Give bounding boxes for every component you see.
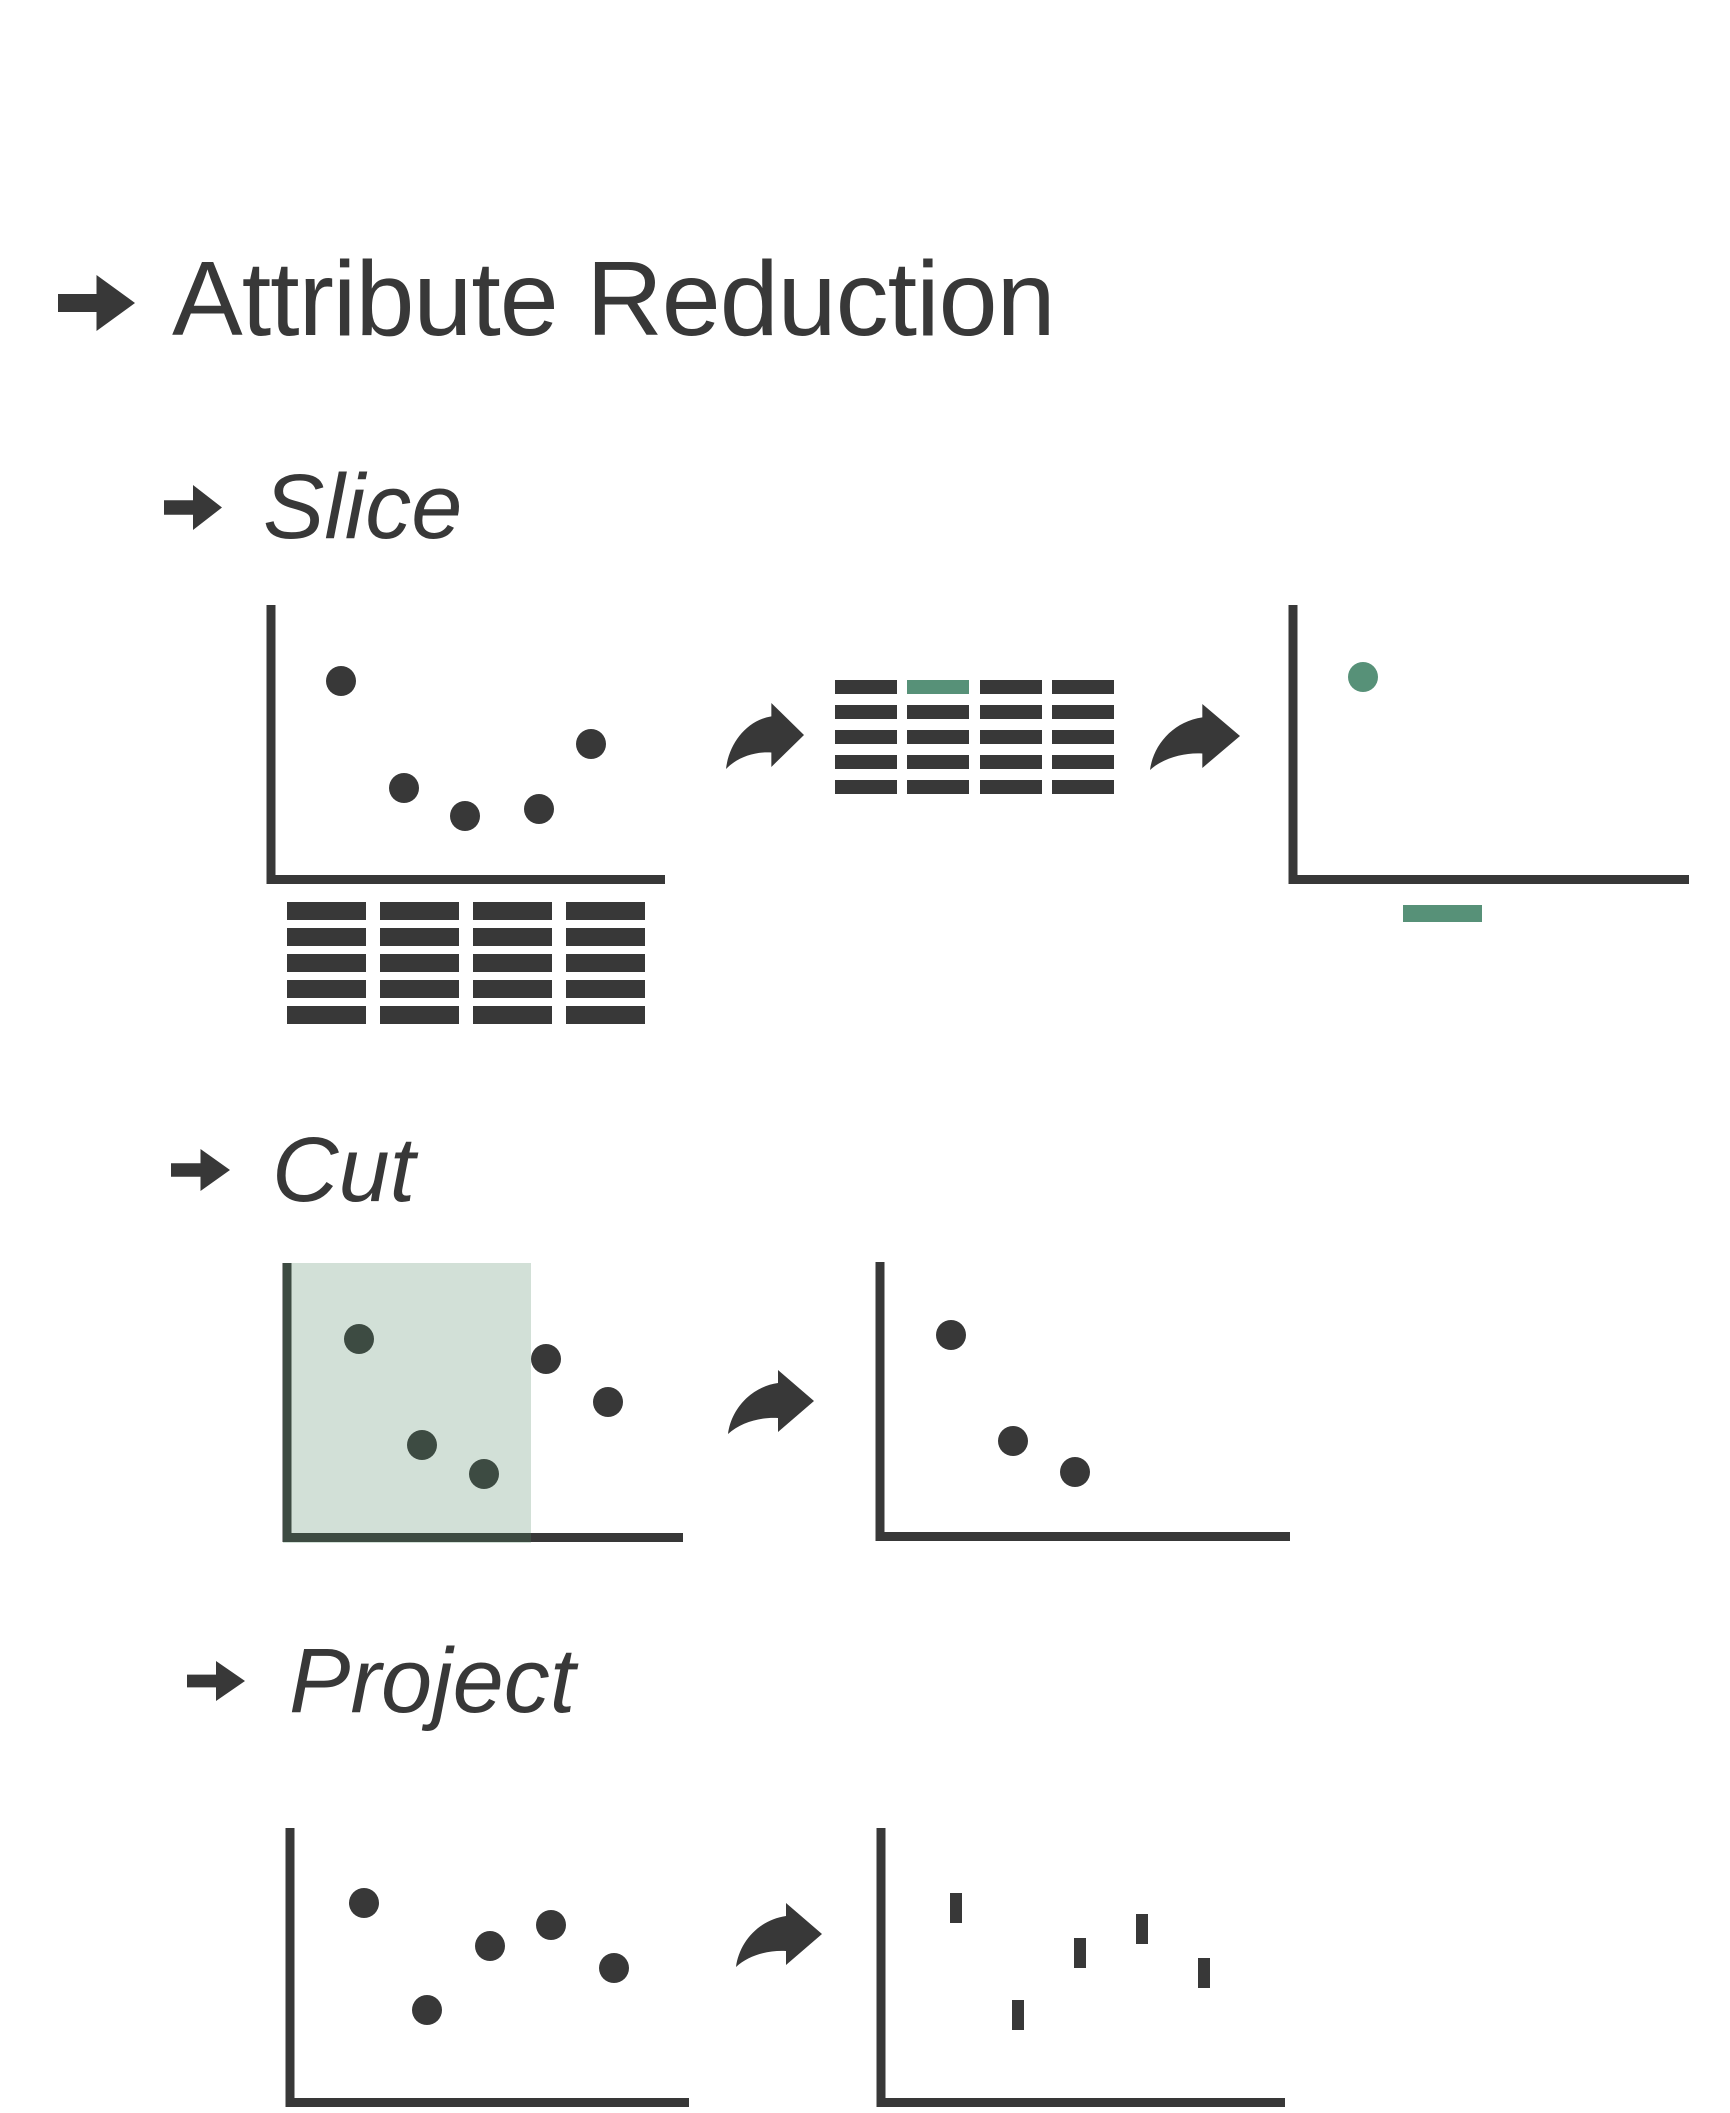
data-point-dot: [998, 1426, 1028, 1456]
table-cell: [287, 902, 366, 920]
data-point-dot: [599, 1953, 629, 1983]
data-point-dot: [576, 729, 606, 759]
data-point-dot: [1348, 662, 1378, 692]
bullet-arrow-icon: [171, 1149, 230, 1191]
axis-lines: [266, 605, 665, 884]
table-cell: [566, 1006, 645, 1024]
axis-lines: [282, 1263, 683, 1542]
table-cell: [380, 980, 459, 998]
table-cell: [380, 954, 459, 972]
table-cell: [835, 680, 897, 694]
table-cell: [907, 780, 969, 794]
table-cell: [980, 780, 1042, 794]
projected-tick-mark: [1198, 1958, 1210, 1988]
table-cell: [566, 954, 645, 972]
section-label-cut: Cut: [272, 1119, 416, 1221]
table-cell: [473, 928, 552, 946]
table-cell: [835, 780, 897, 794]
axis-lines: [1288, 605, 1689, 884]
table-cell: [380, 902, 459, 920]
transform-arrow-icon: [1150, 704, 1240, 770]
scatterplot: [1288, 605, 1689, 884]
table-cell: [473, 980, 552, 998]
data-point-dot: [412, 1995, 442, 2025]
table-cell: [1052, 780, 1114, 794]
table-cell: [566, 902, 645, 920]
data-point-dot: [524, 794, 554, 824]
table-cell: [907, 730, 969, 744]
scatterplot: [282, 1263, 683, 1542]
section-label-project: Project: [289, 1630, 576, 1732]
projected-tick-mark: [1074, 1938, 1086, 1968]
projected-tick-mark: [1136, 1914, 1148, 1944]
data-point-dot: [475, 1931, 505, 1961]
table-cell: [1052, 705, 1114, 719]
table-cell: [287, 1006, 366, 1024]
axis-lines: [876, 1828, 1285, 2107]
axis-lines: [285, 1828, 689, 2107]
section-label-slice: Slice: [263, 456, 463, 558]
table-cell: [835, 730, 897, 744]
data-point-dot: [593, 1387, 623, 1417]
cut-region-highlight: [283, 1263, 531, 1543]
table-cell: [980, 705, 1042, 719]
transform-arrow-icon: [728, 1370, 814, 1434]
axis-lines: [875, 1262, 1290, 1541]
table-cell: [287, 954, 366, 972]
data-point-dot: [469, 1459, 499, 1489]
scatterplot: [266, 605, 665, 884]
table-cell: [1052, 755, 1114, 769]
data-point-dot: [326, 666, 356, 696]
data-point-dot: [407, 1430, 437, 1460]
data-table: [287, 902, 645, 1024]
table-cell: [907, 755, 969, 769]
table-cell: [1052, 680, 1114, 694]
projected-tick-mark: [1012, 2000, 1024, 2030]
table-cell: [835, 755, 897, 769]
data-table: [835, 680, 1114, 794]
table-cell: [835, 705, 897, 719]
table-cell: [907, 705, 969, 719]
table-cell: [380, 928, 459, 946]
table-cell: [1052, 730, 1114, 744]
table-cell: [980, 730, 1042, 744]
data-point-dot: [450, 801, 480, 831]
table-cell: [473, 1006, 552, 1024]
data-point-dot: [349, 1888, 379, 1918]
transform-arrow-icon: [736, 1903, 822, 1967]
data-point-dot: [936, 1320, 966, 1350]
scatterplot: [875, 1262, 1290, 1541]
transform-arrow-icon: [726, 703, 804, 769]
data-point-dot: [531, 1344, 561, 1374]
table-cell: [980, 755, 1042, 769]
scatterplot: [285, 1828, 689, 2107]
data-point-dot: [1060, 1457, 1090, 1487]
table-cell: [473, 902, 552, 920]
table-cell: [287, 980, 366, 998]
bullet-arrow-icon: [187, 1661, 245, 1701]
table-cell: [473, 954, 552, 972]
data-point-dot: [536, 1910, 566, 1940]
scatterplot: [876, 1828, 1285, 2107]
page-title: Attribute Reduction: [172, 240, 1056, 358]
table-cell: [380, 1006, 459, 1024]
projected-tick-mark: [950, 1893, 962, 1923]
data-point-dot: [389, 773, 419, 803]
bullet-arrow-icon: [58, 275, 135, 331]
data-point-dot: [344, 1324, 374, 1354]
table-cell-highlighted: [907, 680, 969, 694]
table-cell: [287, 928, 366, 946]
table-cell: [980, 680, 1042, 694]
table-cell: [566, 980, 645, 998]
attribute-mark: [1403, 905, 1482, 922]
table-cell: [566, 928, 645, 946]
bullet-arrow-icon: [164, 485, 222, 530]
